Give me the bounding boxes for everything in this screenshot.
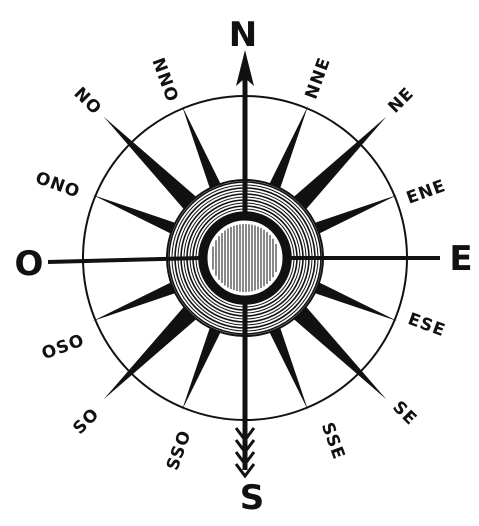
label-nne: NNE (302, 55, 336, 102)
label-ono: ONO (33, 168, 83, 203)
label-se: SE (388, 397, 420, 429)
label-so: SO (69, 404, 103, 438)
label-south: S (240, 478, 265, 518)
label-west: O (15, 244, 44, 284)
label-sso: SSO (163, 428, 196, 474)
label-ene: ENE (404, 176, 449, 209)
label-ne: NE (385, 84, 419, 118)
label-sse: SSE (317, 420, 349, 463)
label-ese: ESE (405, 309, 448, 341)
label-nno: NNO (147, 55, 182, 105)
label-east: E (449, 239, 472, 279)
label-oso: OSO (39, 330, 87, 364)
label-north: N (229, 15, 257, 55)
label-no: NO (70, 84, 106, 120)
